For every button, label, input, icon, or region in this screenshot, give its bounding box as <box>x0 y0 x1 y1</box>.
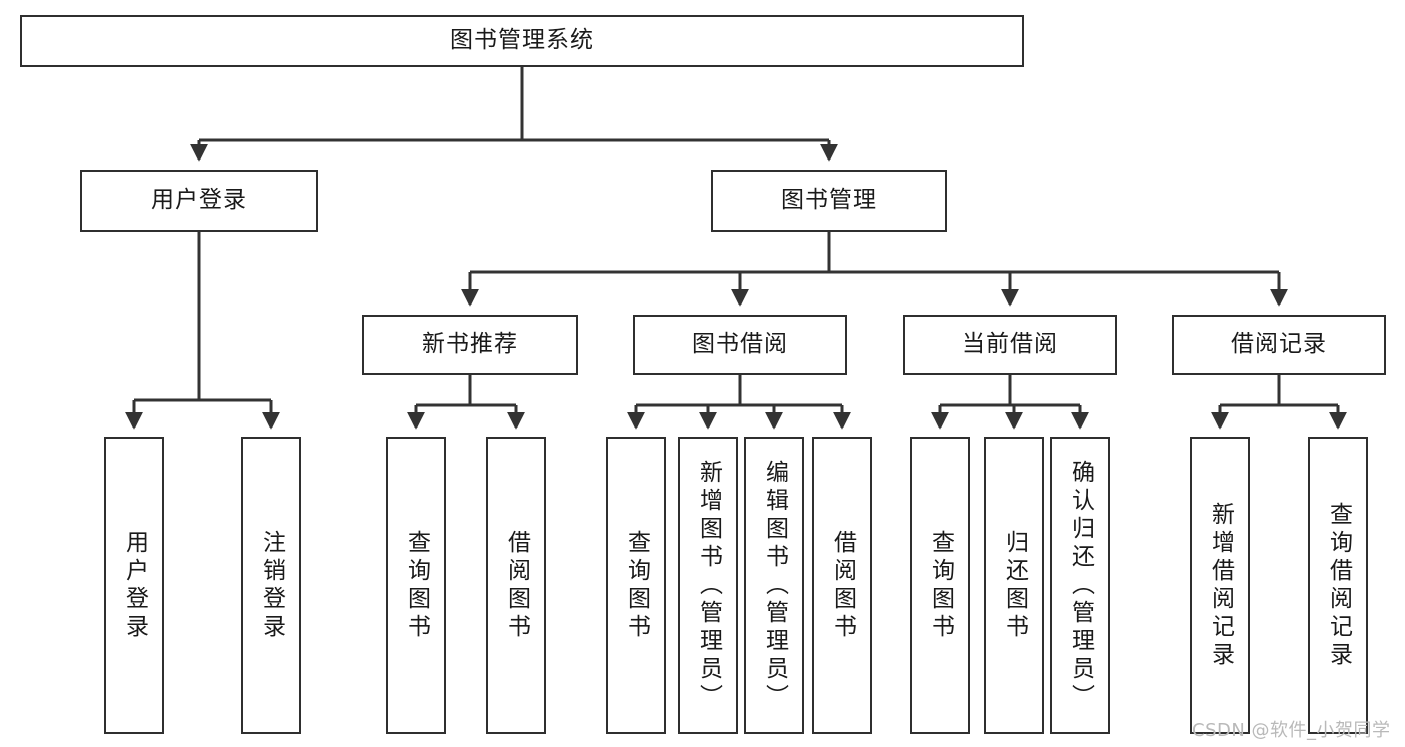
node-current-borrow-label: 当前借阅 <box>962 331 1058 358</box>
node-book-management[interactable]: 图书管理 <box>711 170 947 232</box>
leaf-user-login[interactable]: 用户登录 <box>104 437 164 734</box>
leaf-borrow-books-recommend-label: 借阅图书 <box>503 529 530 642</box>
node-user-login[interactable]: 用户登录 <box>80 170 318 232</box>
node-root-label: 图书管理系统 <box>450 27 594 54</box>
leaf-confirm-return-admin[interactable]: 确认归还（管理员） <box>1050 437 1110 734</box>
node-current-borrow[interactable]: 当前借阅 <box>903 315 1117 375</box>
leaf-edit-book-admin-label: 编辑图书（管理员） <box>761 459 788 712</box>
leaf-add-borrow-record[interactable]: 新增借阅记录 <box>1190 437 1250 734</box>
leaf-query-books-borrow-label: 查询图书 <box>623 529 650 642</box>
leaf-add-book-admin-label: 新增图书（管理员） <box>695 459 722 712</box>
leaf-borrow-book-label: 借阅图书 <box>829 529 856 642</box>
node-book-borrow[interactable]: 图书借阅 <box>633 315 847 375</box>
node-user-login-label: 用户登录 <box>151 187 247 214</box>
watermark: CSDN @软件_小贺同学 <box>1192 716 1391 742</box>
leaf-query-books-recommend[interactable]: 查询图书 <box>386 437 446 734</box>
leaf-return-book-label: 归还图书 <box>1001 529 1028 642</box>
watermark-text: CSDN @软件_小贺同学 <box>1192 720 1391 741</box>
leaf-return-book[interactable]: 归还图书 <box>984 437 1044 734</box>
node-book-management-label: 图书管理 <box>781 187 877 214</box>
node-new-book-recommend[interactable]: 新书推荐 <box>362 315 578 375</box>
leaf-query-borrow-record-label: 查询借阅记录 <box>1325 501 1352 670</box>
leaf-borrow-book[interactable]: 借阅图书 <box>812 437 872 734</box>
leaf-logout-login[interactable]: 注销登录 <box>241 437 301 734</box>
node-new-book-recommend-label: 新书推荐 <box>422 331 518 358</box>
node-book-borrow-label: 图书借阅 <box>692 331 788 358</box>
leaf-query-borrow-record[interactable]: 查询借阅记录 <box>1308 437 1368 734</box>
leaf-query-books-current[interactable]: 查询图书 <box>910 437 970 734</box>
leaf-edit-book-admin[interactable]: 编辑图书（管理员） <box>744 437 804 734</box>
leaf-user-login-label: 用户登录 <box>121 529 148 642</box>
node-root[interactable]: 图书管理系统 <box>20 15 1024 67</box>
leaf-query-books-borrow[interactable]: 查询图书 <box>606 437 666 734</box>
leaf-borrow-books-recommend[interactable]: 借阅图书 <box>486 437 546 734</box>
leaf-logout-login-label: 注销登录 <box>258 529 285 642</box>
leaf-query-books-recommend-label: 查询图书 <box>403 529 430 642</box>
node-borrow-record-label: 借阅记录 <box>1231 331 1327 358</box>
leaf-query-books-current-label: 查询图书 <box>927 529 954 642</box>
leaf-confirm-return-admin-label: 确认归还（管理员） <box>1067 459 1094 712</box>
node-borrow-record[interactable]: 借阅记录 <box>1172 315 1386 375</box>
leaf-add-book-admin[interactable]: 新增图书（管理员） <box>678 437 738 734</box>
leaf-add-borrow-record-label: 新增借阅记录 <box>1207 501 1234 670</box>
